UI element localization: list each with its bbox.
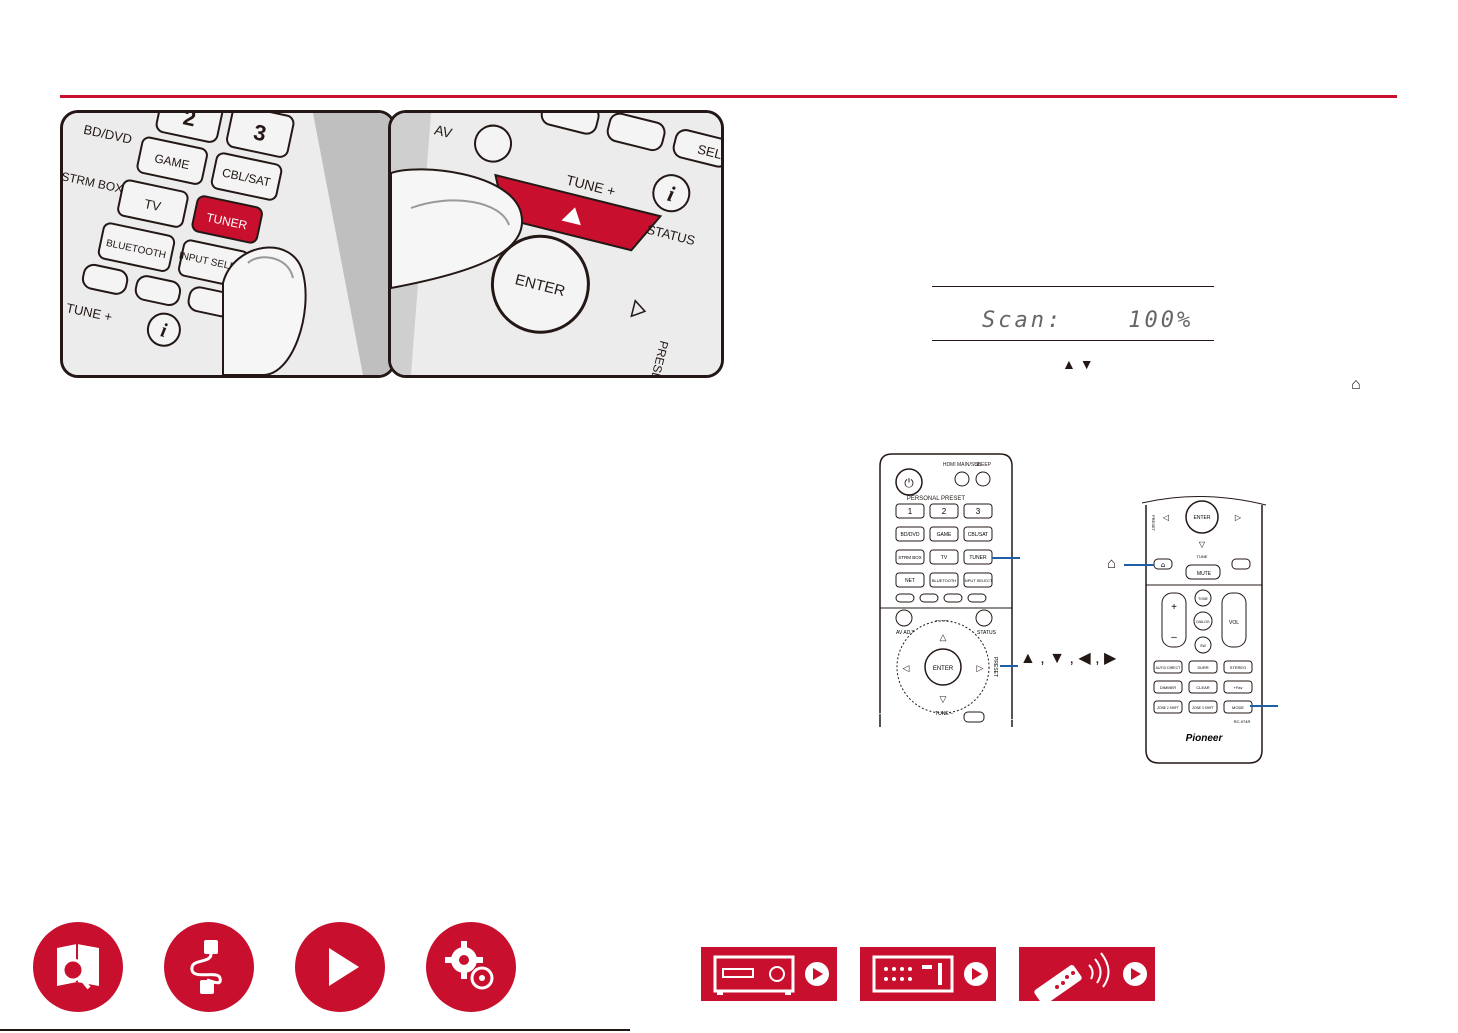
photo-key-tv: TV (143, 196, 163, 214)
remote-right-surr: SURR (1197, 665, 1208, 670)
nav-setup-button[interactable] (426, 922, 516, 1012)
home-icon: ⌂ (1351, 376, 1361, 393)
remote-left-enter: ENTER (933, 666, 954, 672)
remote-right-model: RC-974R (1234, 719, 1251, 724)
callout-home-line (1124, 564, 1154, 566)
header-rule (60, 95, 1397, 98)
remote-right-brand: Pioneer (1186, 733, 1224, 744)
svg-text:⏻: ⏻ (904, 476, 914, 490)
remote-left-btn-1: 1 (908, 507, 913, 516)
remote-left-btn-tuner: TUNER (969, 555, 987, 561)
remote-left-btn-bddvd: BD/DVD (901, 532, 920, 538)
remote-right-stereo: STEREO (1230, 665, 1246, 670)
receiver-rear-icon (872, 955, 988, 993)
callout-arrows-line (1000, 665, 1018, 667)
home-button-icon: ⌂ (1107, 555, 1117, 572)
nav-contents-button[interactable] (33, 922, 123, 1012)
remote-right-zone2: ZONE 2 SHIFT (1157, 706, 1179, 710)
remote-left-btn-bluetooth: BLUETOOTH (932, 578, 956, 583)
remote-right-dialog: DIALOG (1196, 620, 1210, 624)
remote-right-clear: CLEAR (1196, 685, 1209, 690)
svg-text:▷: ▷ (1235, 513, 1242, 522)
display-bottom-line (932, 340, 1214, 341)
svg-text:i: i (159, 319, 169, 342)
remote-left-btn-game: GAME (937, 532, 952, 538)
photo-key-sel: SEL (696, 142, 721, 163)
callout-mode-line (1250, 705, 1278, 707)
remote-left-btn-net: NET (905, 578, 915, 584)
book-search-icon (57, 944, 99, 990)
svg-text:⌂: ⌂ (1161, 561, 1165, 569)
remote-right: ENTER ◁ ▷ ▽ PRESET TUNE ⌂ MUTE + – VOL T… (1141, 495, 1267, 765)
remote-right-auto-direct: AUTO/ DIRECT (1156, 666, 1181, 670)
photo-tune-press: SEL AV TUNE + i STATUS ENTER PRESET (388, 110, 724, 378)
remote-right-zone3: ZONE 3 SHIFT (1192, 706, 1214, 710)
svg-text:▽: ▽ (940, 694, 947, 704)
remote-right-tune: TUNE (1197, 554, 1208, 559)
device-remote-button[interactable] (1019, 947, 1155, 1001)
receiver-front-icon (713, 955, 829, 995)
nav-playback-button[interactable] (295, 922, 385, 1012)
remote-left-tune-minus: TUNE – (935, 711, 953, 717)
svg-text:▷: ▷ (977, 663, 984, 673)
remote-left-btn-strmbox: STRM BOX (898, 555, 922, 560)
arrow-keys-icon: ▲ , ▼ , ◀ , ▶ (1020, 650, 1117, 667)
remote-right-fav: +Fav (1233, 685, 1242, 690)
remote-left-btn-input-select: INPUT SELECT (964, 578, 993, 583)
photo-key-av: AV (433, 121, 455, 141)
display-top-line (932, 286, 1214, 287)
svg-text:+: + (1171, 602, 1177, 613)
remote-left-preset: PRESET (992, 657, 998, 677)
remote-icon (1034, 952, 1147, 1001)
remote-left: ⏻ HDMI MAIN/SUB SLEEP PERSONAL PRESET 1 … (876, 452, 1016, 727)
photo-tuner-press: 2 3 BD/DVD GAME CBL/SAT STRM BOX TV TUNE… (60, 110, 396, 378)
remote-left-btn-tv: TV (941, 555, 948, 561)
remote-left-sleep-label: SLEEP (975, 462, 992, 468)
svg-text:–: – (1171, 632, 1177, 643)
remote-left-av-adjust: AV ADJUST (896, 630, 923, 636)
svg-text:◁: ◁ (903, 663, 910, 673)
remote-left-status: STATUS (977, 630, 997, 636)
remote-right-vol: VOL (1229, 620, 1239, 626)
remote-left-preset-label: PERSONAL PRESET (907, 496, 965, 502)
photo-key-2: 2 (181, 113, 198, 131)
play-icon (329, 948, 359, 986)
remote-left-btn-3: 3 (976, 507, 981, 516)
device-rear-panel-button[interactable] (860, 947, 996, 1001)
svg-text:△: △ (940, 632, 947, 642)
display-scan-text: Scan: 100% (982, 308, 1194, 333)
cable-icon (190, 940, 222, 994)
photo-key-3: 3 (251, 119, 268, 146)
footer-rule (0, 1029, 630, 1031)
remote-right-preset: PRESET (1151, 515, 1156, 532)
remote-right-enter: ENTER (1194, 515, 1211, 521)
remote-left-hdmi-label: HDMI MAIN/SUB (943, 462, 982, 468)
remote-right-mode: MODE (1232, 705, 1244, 710)
callout-tuner-line (992, 557, 1020, 559)
svg-text:◁: ◁ (1163, 513, 1170, 522)
gears-icon (445, 941, 494, 990)
remote-left-btn-cblsat: CBL/SAT (968, 532, 988, 538)
nav-connections-button[interactable] (164, 922, 254, 1012)
remote-right-dimmer: DIMMER (1160, 685, 1176, 690)
device-front-panel-button[interactable] (701, 947, 837, 1001)
remote-left-btn-2: 2 (942, 507, 947, 516)
remote-right-sw: SW (1200, 644, 1206, 648)
up-down-arrows-icon: ▲ ▼ (1062, 356, 1094, 372)
remote-right-tone: TONE (1198, 597, 1208, 601)
svg-text:▽: ▽ (1199, 540, 1206, 549)
remote-right-mute: MUTE (1197, 571, 1212, 577)
